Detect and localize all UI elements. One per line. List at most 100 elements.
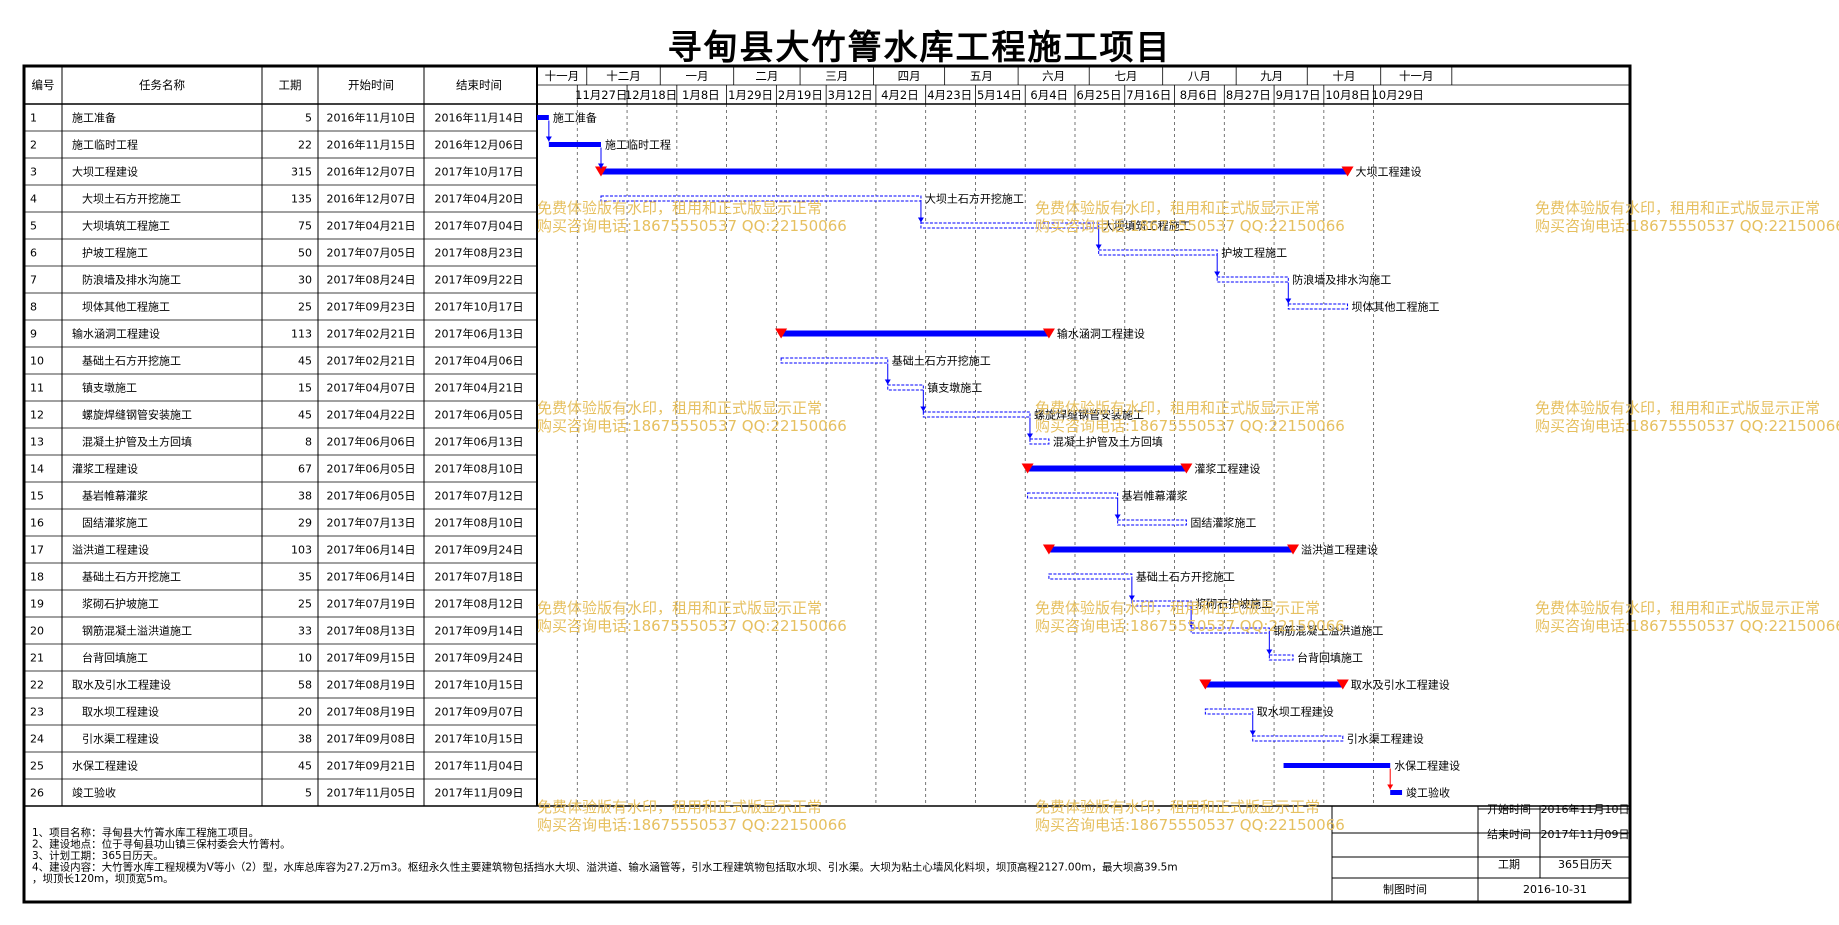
task-start: 2017年08月19日 <box>327 705 416 719</box>
task-id: 2 <box>30 139 37 152</box>
task-name: 钢筋混凝土溢洪道施工 <box>82 624 192 638</box>
task-duration: 25 <box>298 301 312 314</box>
task-id: 18 <box>30 571 44 584</box>
summary-marker <box>1180 463 1193 474</box>
watermark-line-2: 购买咨询电话:18675550537 QQ:22150066 <box>1535 417 1839 435</box>
task-name: 护坡工程施工 <box>82 246 148 260</box>
task-duration: 58 <box>298 679 312 692</box>
watermark-line-2: 购买咨询电话:18675550537 QQ:22150066 <box>1035 617 1345 635</box>
gantt-bar: 钢筋混凝土溢洪道施工 <box>1190 624 1383 638</box>
task-name: 大坝填筑工程施工 <box>82 219 170 233</box>
month-label: 十月 <box>1332 69 1355 83</box>
gantt-bar: 引水渠工程建设 <box>1252 732 1424 746</box>
week-label: 1月29日 <box>728 88 773 102</box>
info-start-label: 开始时间 <box>1487 802 1531 816</box>
gantt-bar: 基础土石方开挖施工 <box>1048 570 1235 584</box>
task-duration: 20 <box>298 706 312 719</box>
watermark-line-2: 购买咨询电话:18675550537 QQ:22150066 <box>1035 417 1345 435</box>
gantt-bar: 坝体其他工程施工 <box>1287 300 1440 314</box>
task-duration: 35 <box>298 571 312 584</box>
week-label: 10月29日 <box>1371 88 1423 102</box>
bar-label: 溢洪道工程建设 <box>1301 543 1378 557</box>
task-name: 螺旋焊缝钢管安装施工 <box>82 408 192 422</box>
task-id: 21 <box>30 652 44 665</box>
task-name: 引水渠工程建设 <box>82 732 159 746</box>
week-label: 1月8日 <box>682 88 720 102</box>
timeline-header: 十一月十二月一月二月三月四月五月六月七月八月九月十月十一月11月27日12月18… <box>537 66 1630 104</box>
task-duration: 30 <box>298 274 312 287</box>
task-start: 2017年04月22日 <box>327 408 416 422</box>
dependency-arrow <box>1095 244 1102 250</box>
task-end: 2017年10月17日 <box>435 165 524 179</box>
task-duration: 113 <box>291 328 312 341</box>
note-line: 1、项目名称：寻甸县大竹箐水库工程施工项目。 <box>32 826 259 839</box>
dependency-arrow <box>1249 730 1256 736</box>
month-label: 三月 <box>825 69 848 83</box>
column-header: 编号 <box>32 78 55 92</box>
week-label: 6月25日 <box>1077 88 1122 102</box>
gantt-bar: 大坝土石方开挖施工 <box>600 192 1024 206</box>
gantt-bar: 防浪墙及排水沟施工 <box>1216 273 1391 287</box>
task-end: 2017年08月10日 <box>435 462 524 476</box>
bar-label: 基础土石方开挖施工 <box>892 354 991 368</box>
bar-label: 混凝土护管及土方回填 <box>1053 435 1163 449</box>
info-made-value: 2016-10-31 <box>1523 883 1587 896</box>
task-duration: 25 <box>298 598 312 611</box>
task-end: 2017年04月20日 <box>435 192 524 206</box>
gantt-bar: 大坝工程建设 <box>594 165 1422 179</box>
gantt-bars: 施工准备施工临时工程大坝工程建设大坝土石方开挖施工大坝填筑工程施工护坡工程施工防… <box>537 111 1460 800</box>
gantt-bar: 护坡工程施工 <box>1098 246 1287 260</box>
week-label: 4月23日 <box>927 88 972 102</box>
task-id: 22 <box>30 679 44 692</box>
dependency-arrow <box>1266 649 1273 655</box>
task-name: 输水涵洞工程建设 <box>72 327 160 341</box>
task-start: 2017年06月05日 <box>327 489 416 503</box>
watermark-line-1: 免费体验版有水印，租用和正式版显示正常 <box>537 199 822 217</box>
gantt-bar: 基岩帷幕灌浆 <box>1027 489 1188 503</box>
week-label: 12月18日 <box>625 88 677 102</box>
task-name: 大坝土石方开挖施工 <box>82 192 181 206</box>
task-duration: 8 <box>305 436 312 449</box>
task-end: 2017年10月15日 <box>435 678 524 692</box>
task-duration: 15 <box>298 382 312 395</box>
gantt-bar: 固结灌浆施工 <box>1117 516 1256 530</box>
summary-marker <box>1341 166 1354 177</box>
month-label: 十一月 <box>1399 69 1434 83</box>
task-start: 2017年06月14日 <box>327 570 416 584</box>
task-start: 2017年06月05日 <box>327 462 416 476</box>
task-id: 5 <box>30 220 37 233</box>
watermark-line-2: 购买咨询电话:18675550537 QQ:22150066 <box>1535 617 1839 635</box>
bar-label: 取水坝工程建设 <box>1257 705 1334 719</box>
gantt-bar: 施工临时工程 <box>548 138 671 152</box>
task-id: 14 <box>30 463 44 476</box>
task-name: 镇支墩施工 <box>82 381 137 395</box>
task-end: 2016年12月06日 <box>435 138 524 152</box>
info-duration-value: 365日历天 <box>1558 858 1612 871</box>
watermark-line-2: 购买咨询电话:18675550537 QQ:22150066 <box>1535 217 1839 235</box>
week-label: 2月19日 <box>778 88 823 102</box>
task-start: 2016年12月07日 <box>327 192 416 206</box>
task-end: 2017年08月10日 <box>435 516 524 530</box>
dependency-arrow <box>1114 514 1121 520</box>
chart-grid <box>22 64 1632 904</box>
month-label: 九月 <box>1260 69 1283 83</box>
task-duration: 10 <box>298 652 312 665</box>
task-name: 混凝土护管及土方回填 <box>82 435 192 449</box>
watermark-line-1: 免费体验版有水印，租用和正式版显示正常 <box>1035 798 1320 816</box>
dependency-arrow <box>1026 433 1033 439</box>
dependency-arrow <box>545 136 552 142</box>
column-header: 开始时间 <box>348 78 394 92</box>
task-end: 2017年10月15日 <box>435 732 524 746</box>
month-label: 八月 <box>1188 69 1211 83</box>
task-duration: 103 <box>291 544 312 557</box>
task-start: 2017年07月13日 <box>327 516 416 530</box>
task-id: 20 <box>30 625 44 638</box>
gantt-bar: 水保工程建设 <box>1283 759 1460 773</box>
watermark-line-1: 免费体验版有水印，租用和正式版显示正常 <box>537 399 822 417</box>
task-id: 10 <box>30 355 44 368</box>
bar-label: 基岩帷幕灌浆 <box>1122 489 1188 503</box>
task-end: 2017年07月18日 <box>435 570 524 584</box>
bar-label: 大坝工程建设 <box>1356 165 1422 179</box>
